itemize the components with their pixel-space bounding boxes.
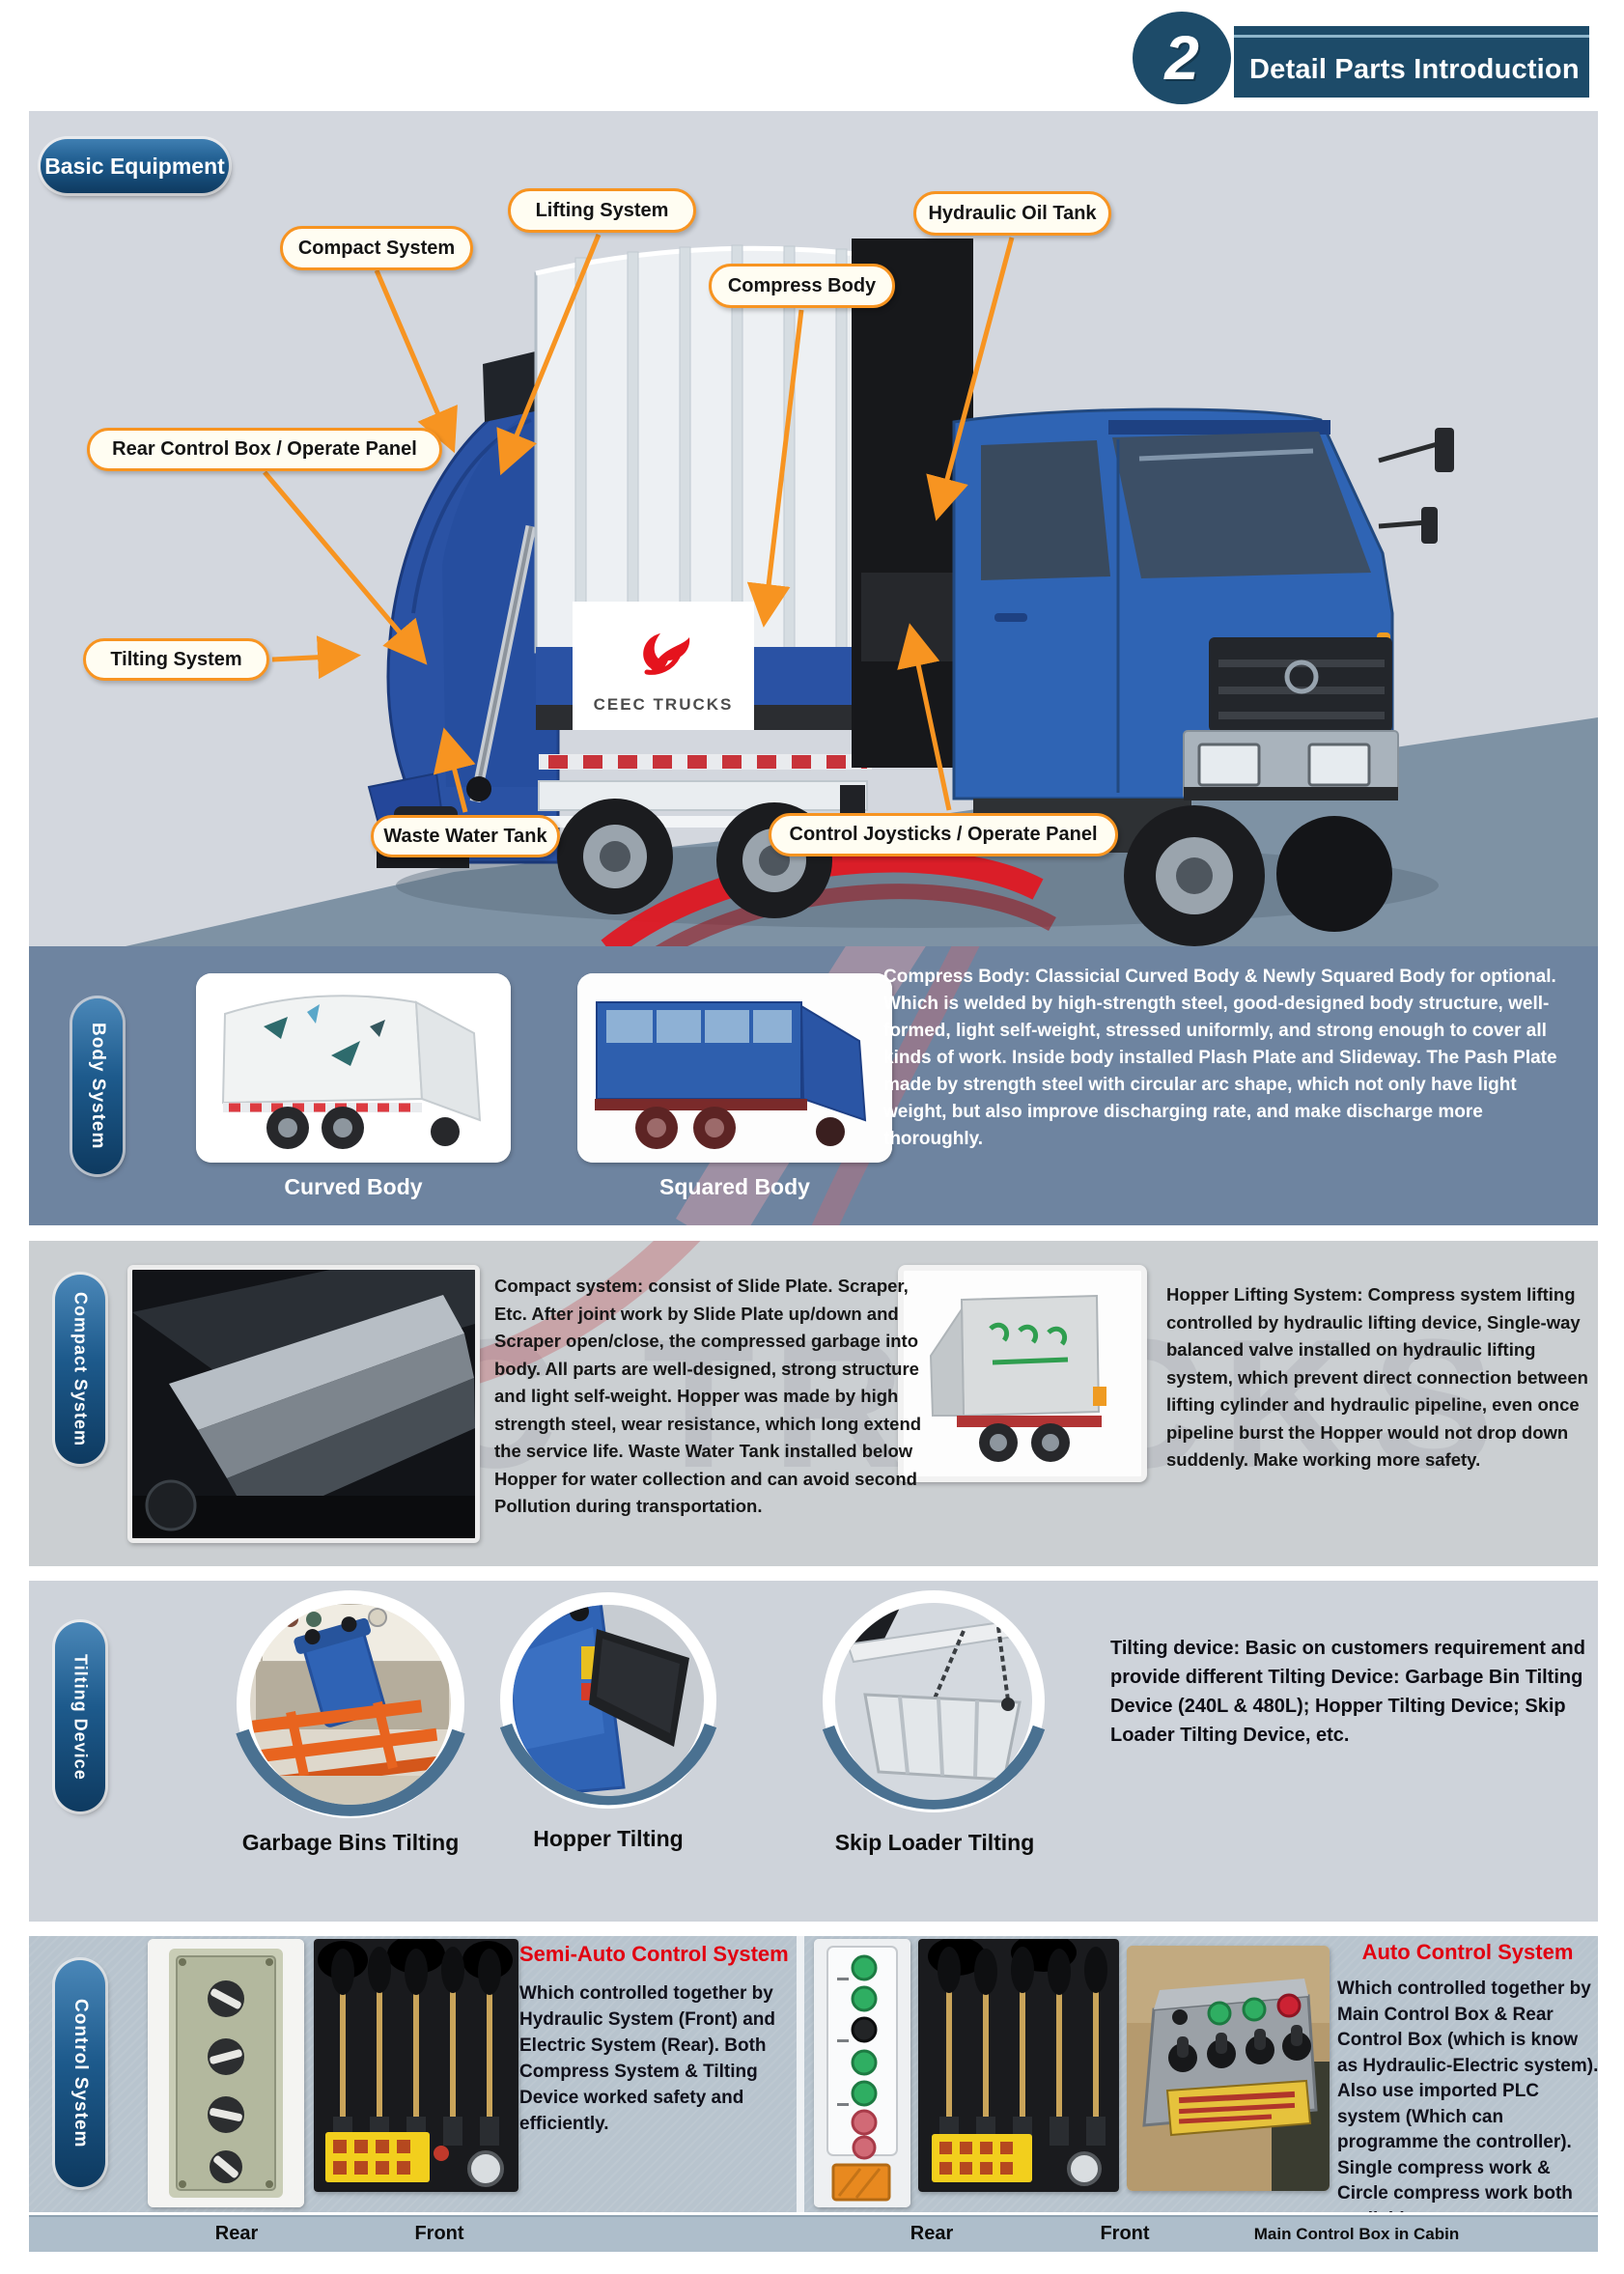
callout-compact-system: Compact System: [280, 226, 473, 270]
footer-front-1: Front: [414, 2223, 464, 2244]
rear-button-panel-photo: [814, 1939, 910, 2207]
brand-logo-box: CEEC TRUCKS: [573, 602, 754, 730]
auto-control-description: Which controlled together by Main Contro…: [1337, 1979, 1598, 2212]
header-title-bar: Detail Parts Introduction: [1234, 26, 1589, 98]
footer-front-2: Front: [1100, 2223, 1150, 2244]
main-control-box-photo: [1127, 1946, 1330, 2191]
footer-caption-band: Rear Front Rear Front Main Control Box i…: [29, 2215, 1598, 2252]
callout-waste-water-tank: Waste Water Tank: [371, 815, 560, 857]
body-system-description: Compress Body: Classicial Curved Body & …: [883, 967, 1557, 1149]
semi-auto-title: Semi-Auto Control System: [519, 1942, 789, 1966]
brand-logo-text: CEEC TRUCKS: [593, 694, 734, 714]
body-system-section: Body System: [29, 946, 1598, 1225]
callout-tilting-system: Tilting System: [83, 638, 269, 681]
hopper-lifting-photo: [898, 1265, 1147, 1482]
control-system-tab: Control System: [55, 1960, 105, 2187]
front-hydraulic-levers-photo: [314, 1939, 518, 2192]
curved-body-caption: Curved Body: [284, 1174, 423, 1199]
footer-rear-2: Rear: [910, 2223, 954, 2244]
basic-equipment-panel: Basic Equipment Compact System Lifting S…: [29, 111, 1598, 946]
basic-equipment-label: Basic Equipment: [44, 153, 225, 179]
basic-equipment-badge: Basic Equipment: [41, 139, 229, 193]
squared-body-photo: [577, 973, 892, 1163]
header-badge-number: 2: [1164, 23, 1199, 93]
control-section-divider: [797, 1936, 804, 2212]
callout-compress-body: Compress Body: [709, 264, 895, 308]
hopper-tilting-caption: Hopper Tilting: [533, 1826, 684, 1851]
compact-system-tab-label: Compact System: [70, 1291, 91, 1447]
curved-body-photo: [196, 973, 511, 1163]
header-bar-stripe: [1234, 35, 1589, 38]
garbage-bins-tilting-photo: [236, 1590, 465, 1818]
tilting-device-section: Tilting Device: [29, 1581, 1598, 1922]
tilting-device-tab-label: Tilting Device: [70, 1653, 91, 1781]
header-number-badge: 2: [1133, 12, 1231, 104]
callout-lifting-system: Lifting System: [508, 188, 696, 233]
semi-auto-description: Which controlled together by Hydraulic S…: [519, 1983, 775, 2134]
page-title: Detail Parts Introduction: [1249, 54, 1580, 85]
footer-main-control-box: Main Control Box in Cabin: [1253, 2225, 1460, 2243]
tilting-device-tab: Tilting Device: [55, 1622, 105, 1811]
garbage-bins-tilting-caption: Garbage Bins Tilting: [241, 1830, 460, 1855]
callout-rear-control-box: Rear Control Box / Operate Panel: [87, 428, 442, 471]
skip-loader-tilting-photo: [822, 1590, 1046, 1812]
front-hydraulic-levers-photo-2: [918, 1939, 1119, 2192]
control-system-tab-label: Control System: [70, 1999, 91, 2148]
compact-system-tab: Compact System: [55, 1275, 105, 1464]
callout-control-joysticks: Control Joysticks / Operate Panel: [769, 813, 1118, 856]
body-system-tab: Body System: [72, 998, 123, 1174]
hopper-tilting-photo: [499, 1592, 717, 1809]
control-system-section: Control System: [29, 1936, 1598, 2212]
body-system-tab-label: Body System: [88, 1023, 108, 1150]
callout-hydraulic-oil-tank: Hydraulic Oil Tank: [913, 191, 1111, 236]
tilting-device-description: Tilting device: Basic on customers requi…: [1110, 1638, 1585, 1746]
rear-control-panel-photo: [148, 1939, 304, 2207]
hopper-interior-photo: [127, 1265, 480, 1543]
brand-logo-icon: [643, 632, 690, 675]
compact-system-section: EEC TRUCKS Compact System Compact system…: [29, 1241, 1598, 1566]
callout-connectors: [263, 234, 1015, 813]
auto-control-title: Auto Control System: [1361, 1940, 1574, 1964]
footer-rear-1: Rear: [214, 2223, 259, 2244]
skip-loader-tilting-caption: Skip Loader Tilting: [834, 1830, 1035, 1855]
compact-system-description: Compact system: consist of Slide Plate. …: [494, 1276, 922, 1516]
hopper-lifting-description: Hopper Lifting System: Compress system l…: [1166, 1284, 1588, 1470]
squared-body-caption: Squared Body: [659, 1174, 810, 1199]
callout-arrow: [263, 234, 1015, 813]
